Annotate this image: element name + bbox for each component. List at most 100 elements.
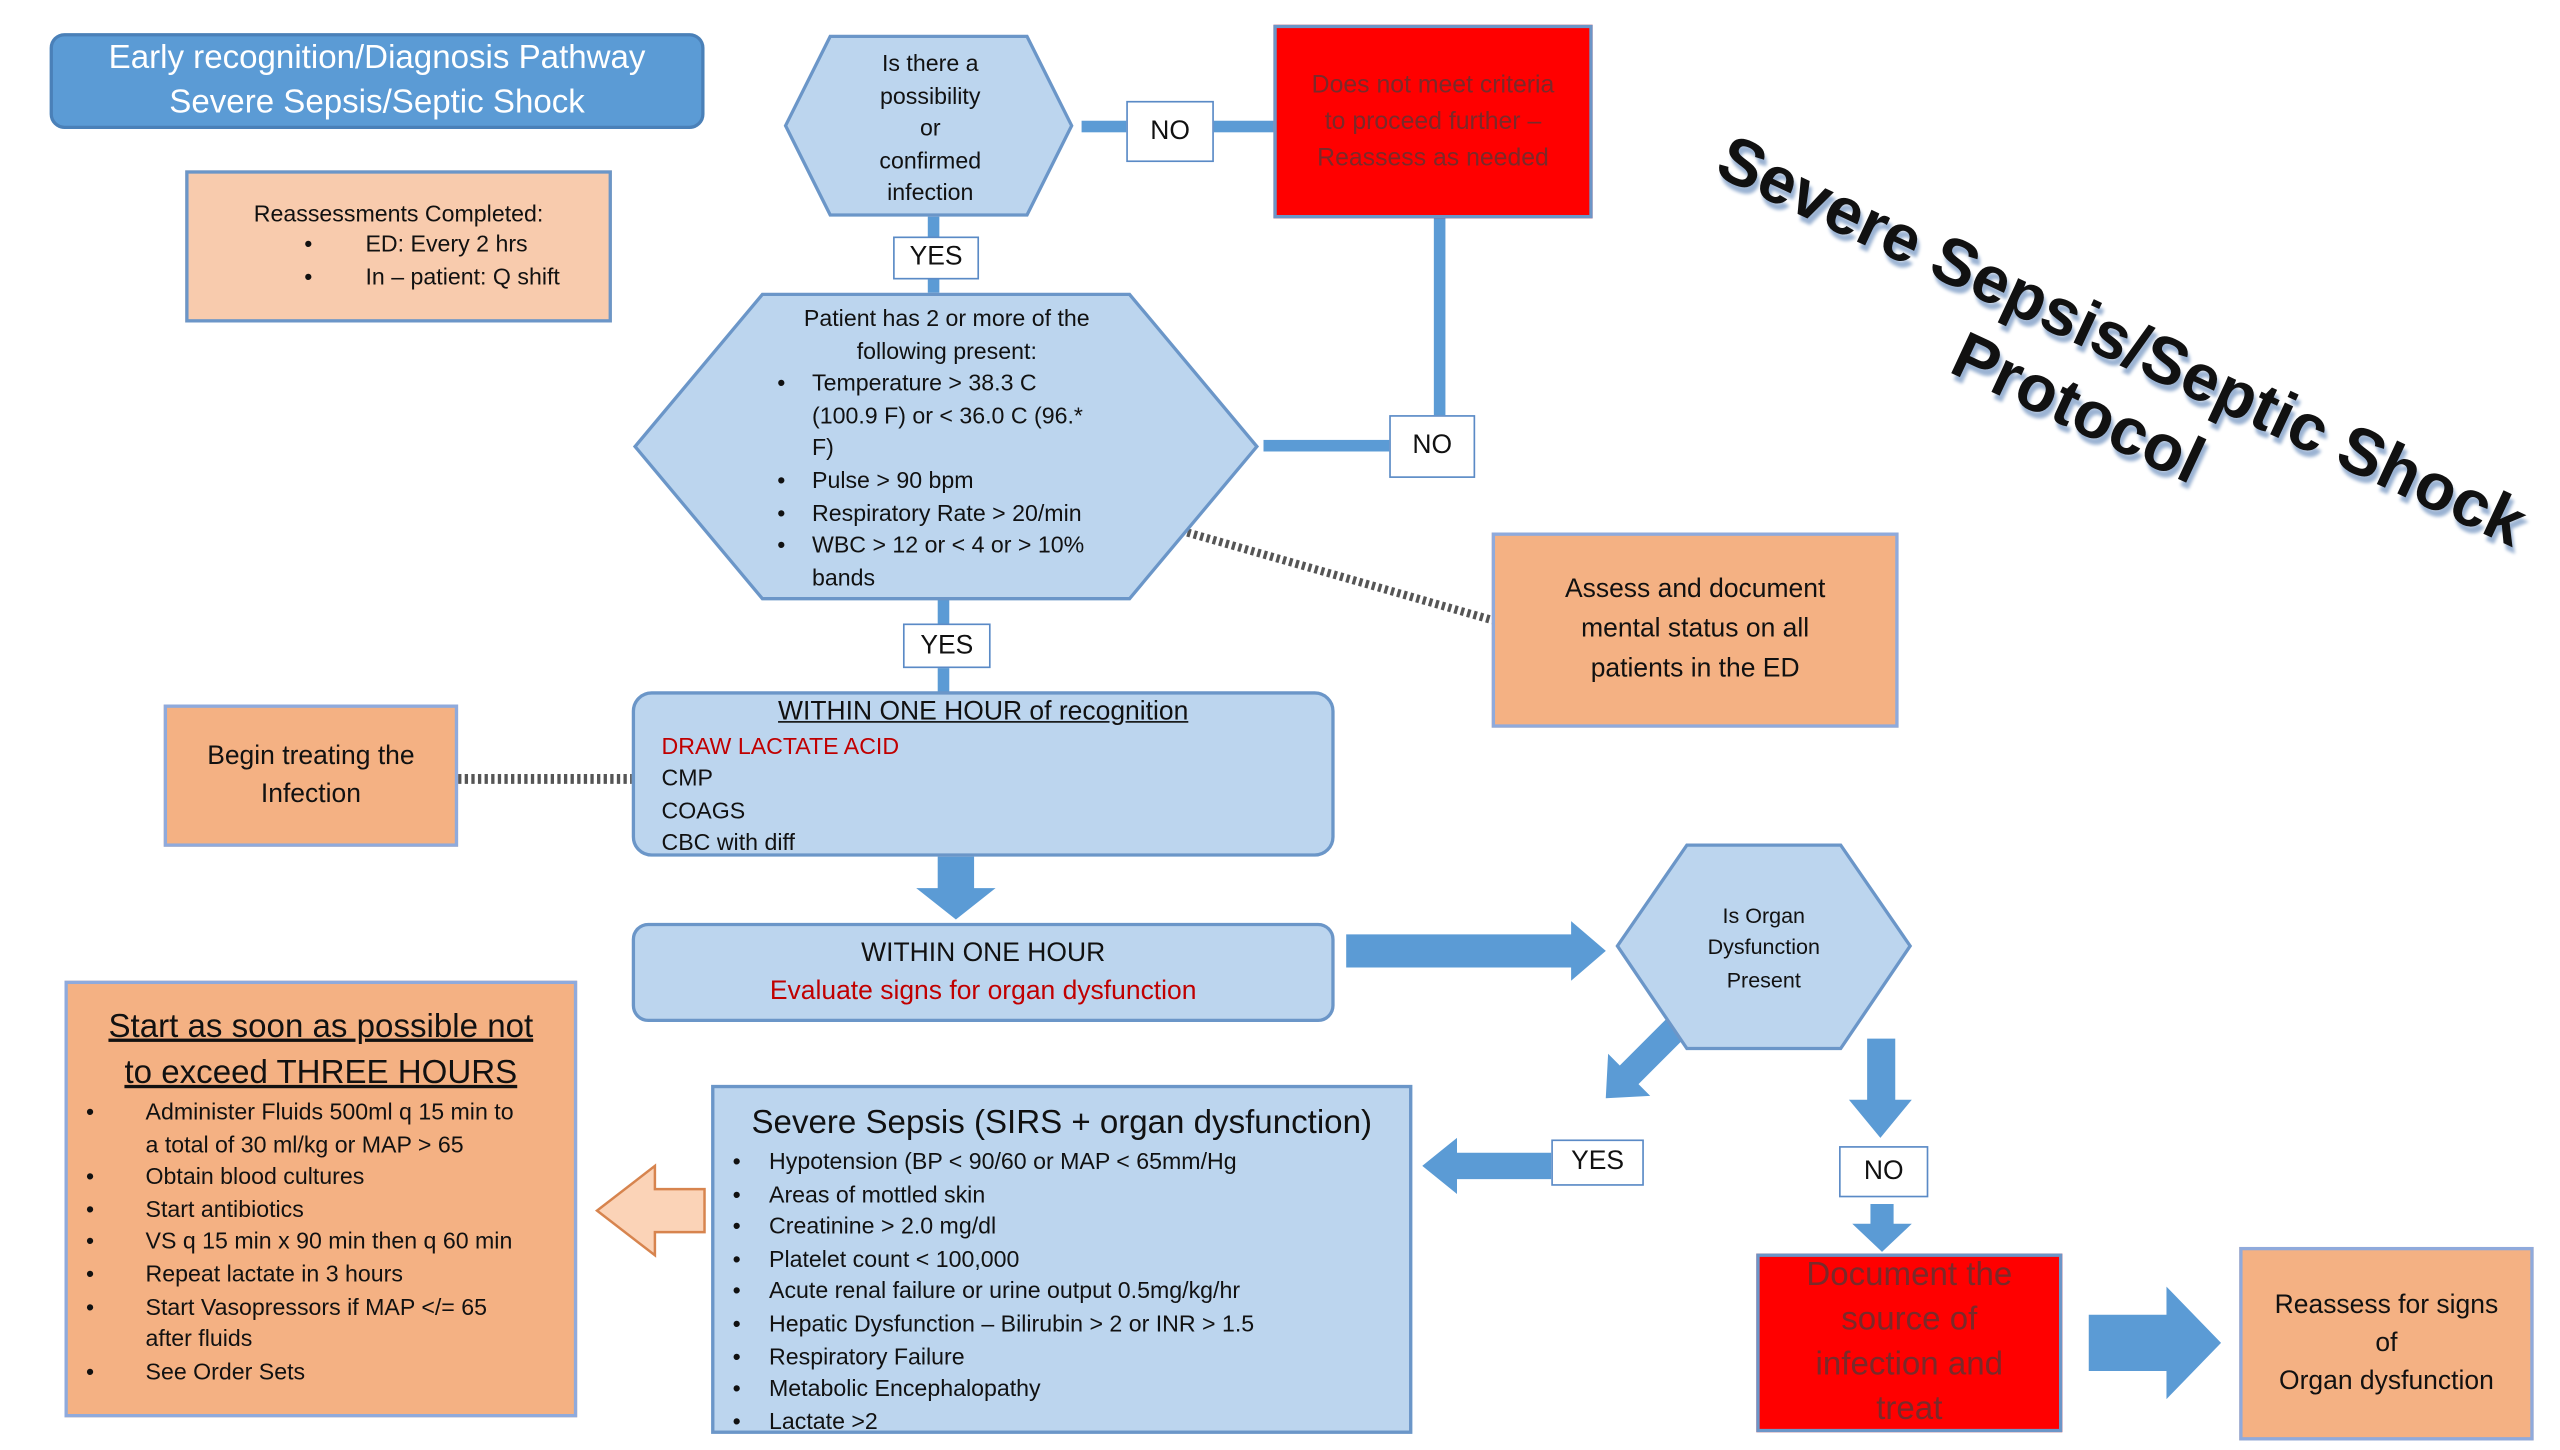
organ-question-line: Is Organ	[1722, 902, 1805, 928]
yes-label-top: YES	[893, 236, 980, 280]
bullet-icon: •	[732, 1212, 741, 1240]
severe-sepsis-item: • Metabolic Encephalopathy	[714, 1373, 1409, 1405]
no-label-mid: NO	[1389, 415, 1476, 478]
infection-question-line: or	[919, 114, 941, 141]
begin-treating-line: Begin treating the	[207, 742, 415, 771]
not-meet-criteria-line: Reassess as needed	[1317, 143, 1549, 172]
three-hours-item-line: See Order Sets	[145, 1357, 306, 1384]
infection-question-line: confirmed	[879, 146, 982, 174]
reassess-organ-box: Reassess for signs of Organ dysfunction	[2239, 1246, 2534, 1441]
bullet-icon: •	[85, 1162, 95, 1190]
severe-sepsis-item-text: Creatinine > 2.0 mg/dl	[769, 1212, 997, 1240]
hexagon-infection	[783, 34, 1074, 217]
bullet-icon: •	[732, 1406, 741, 1434]
criteria-item-line: Pulse > 90 bpm	[812, 466, 974, 493]
three-hours-item-line: after fluids	[145, 1324, 253, 1352]
reassessments-title: Reassessments Completed:	[253, 200, 544, 227]
organ-question-line: Dysfunction	[1707, 934, 1820, 960]
bullet-icon: •	[732, 1277, 741, 1304]
three-hours-item: • Start antibiotics	[68, 1194, 574, 1226]
arrow-left-three-hours	[594, 1163, 706, 1258]
three-hours-title: Start as soon as possible not	[108, 1008, 534, 1046]
arrow-right-organ	[1346, 921, 1606, 981]
arrow-left-severe	[1422, 1137, 1552, 1195]
not-meet-criteria-line: to proceed further –	[1324, 106, 1542, 135]
reassessments-item: • In – patient: Q shift	[304, 260, 728, 293]
within-recognition-item: DRAW LACTATE ACID	[661, 731, 900, 759]
criteria-item-line: (100.9 F) or < 36.0 C (96.*	[812, 401, 1083, 428]
no-label-organ: NO	[1839, 1146, 1929, 1198]
severe-sepsis-item-text: Lactate >2	[769, 1406, 878, 1434]
arrow-down-within	[916, 856, 996, 920]
bullet-icon: •	[777, 498, 786, 526]
criteria-item: • Temperature > 38.3 C (100.9 F) or < 36…	[761, 367, 1133, 464]
three-hours-item: • Repeat lactate in 3 hours	[68, 1258, 574, 1290]
severe-sepsis-item-text: Metabolic Encephalopathy	[769, 1374, 1041, 1402]
bullet-icon: •	[777, 369, 786, 396]
bullet-icon: •	[85, 1098, 95, 1125]
no-label-top: NO	[1126, 100, 1214, 163]
document-source-line: infection and	[1815, 1346, 2004, 1383]
bullet-icon: •	[85, 1260, 95, 1287]
bullet-icon: •	[777, 531, 786, 558]
three-hours-item-line: Start antibiotics	[145, 1195, 304, 1222]
criteria-item-line: F)	[812, 433, 834, 461]
criteria-intro-line: Patient has 2 or more of the	[803, 304, 1090, 331]
begin-treating-box: Begin treating the Infection	[163, 704, 459, 847]
bullet-icon: •	[304, 262, 313, 290]
within-recognition-box: WITHIN ONE HOUR of recognition DRAW LACT…	[631, 691, 1335, 857]
document-source-line: source of	[1841, 1301, 1978, 1338]
bullet-icon: •	[777, 466, 786, 493]
bullet-icon: •	[85, 1292, 95, 1320]
reassessments-item-text: ED: Every 2 hrs	[365, 229, 528, 257]
criteria-item-line: Temperature > 38.3 C	[812, 369, 1037, 396]
bullet-icon: •	[304, 229, 313, 257]
severe-sepsis-item-text: Respiratory Failure	[769, 1342, 965, 1369]
criteria-item-line: Respiratory Rate > 20/min	[812, 498, 1082, 526]
severe-sepsis-item: • Respiratory Failure	[714, 1341, 1409, 1373]
bullet-icon: •	[732, 1147, 741, 1175]
severe-sepsis-item-text: Hypotension (BP < 90/60 or MAP < 65mm/Hg	[769, 1147, 1237, 1175]
bullet-icon: •	[85, 1195, 95, 1222]
bullet-icon: •	[85, 1357, 95, 1384]
three-hours-item-line: Start Vasopressors if MAP </= 65	[145, 1292, 487, 1320]
bullet-icon: •	[732, 1309, 741, 1337]
document-source-line: Document the	[1806, 1256, 2013, 1294]
severe-sepsis-item-text: Hepatic Dysfunction – Bilirubin > 2 or I…	[769, 1309, 1255, 1337]
header-line-1: Early recognition/Diagnosis Pathway	[108, 39, 646, 77]
within-recognition-item: COAGS	[661, 796, 746, 823]
within-one-hour-title: WITHIN ONE HOUR	[861, 939, 1106, 968]
reassess-organ-line: of	[2375, 1329, 2398, 1358]
bullet-icon: •	[732, 1374, 741, 1402]
severe-sepsis-item: • Lactate >2	[714, 1405, 1409, 1437]
hexagon-criteria	[632, 292, 1260, 601]
reassess-organ-line: Reassess for signs	[2274, 1291, 2499, 1320]
three-hours-item-line: Obtain blood cultures	[145, 1162, 365, 1190]
infection-question-line: Is there a	[881, 50, 979, 77]
arrow-right-reassess	[2088, 1286, 2222, 1400]
reassessments-item: • ED: Every 2 hrs	[304, 227, 728, 260]
connector-red-down	[1433, 216, 1446, 449]
bullet-icon: •	[732, 1342, 741, 1369]
infection-question: Is there a possibility or confirmed infe…	[827, 46, 1034, 211]
reassess-organ-line: Organ dysfunction	[2279, 1367, 2494, 1396]
bullet-icon: •	[732, 1180, 741, 1207]
severe-sepsis-item: • Hepatic Dysfunction – Bilirubin > 2 or …	[714, 1308, 1409, 1340]
three-hours-title: to exceed THREE HOURS	[124, 1055, 518, 1092]
criteria-text: Patient has 2 or more of the following p…	[761, 303, 1133, 595]
criteria-item-line: bands	[812, 563, 876, 590]
severe-sepsis-item: • Acute renal failure or urine output 0.5…	[714, 1276, 1409, 1308]
criteria-item: • Pulse > 90 bpm	[761, 465, 1133, 497]
reassessments-box: Reassessments Completed: • ED: Every 2 h…	[185, 170, 612, 323]
three-hours-item: • See Order Sets	[68, 1356, 574, 1388]
reassessments-item-text: In – patient: Q shift	[365, 262, 560, 290]
bullet-icon: •	[732, 1244, 741, 1272]
three-hours-item-line: Repeat lactate in 3 hours	[145, 1260, 403, 1287]
pathway-header: Early recognition/Diagnosis Pathway Seve…	[49, 33, 705, 129]
hexagon-organ	[1615, 843, 1913, 1051]
document-source-box: Document the source of infection and tre…	[1756, 1253, 2063, 1433]
severe-sepsis-item-text: Acute renal failure or urine output 0.5m…	[769, 1277, 1241, 1304]
three-hours-item: • Obtain blood cultures	[68, 1161, 574, 1193]
criteria-item: • WBC > 12 or < 4 or > 10% bands	[761, 529, 1133, 594]
